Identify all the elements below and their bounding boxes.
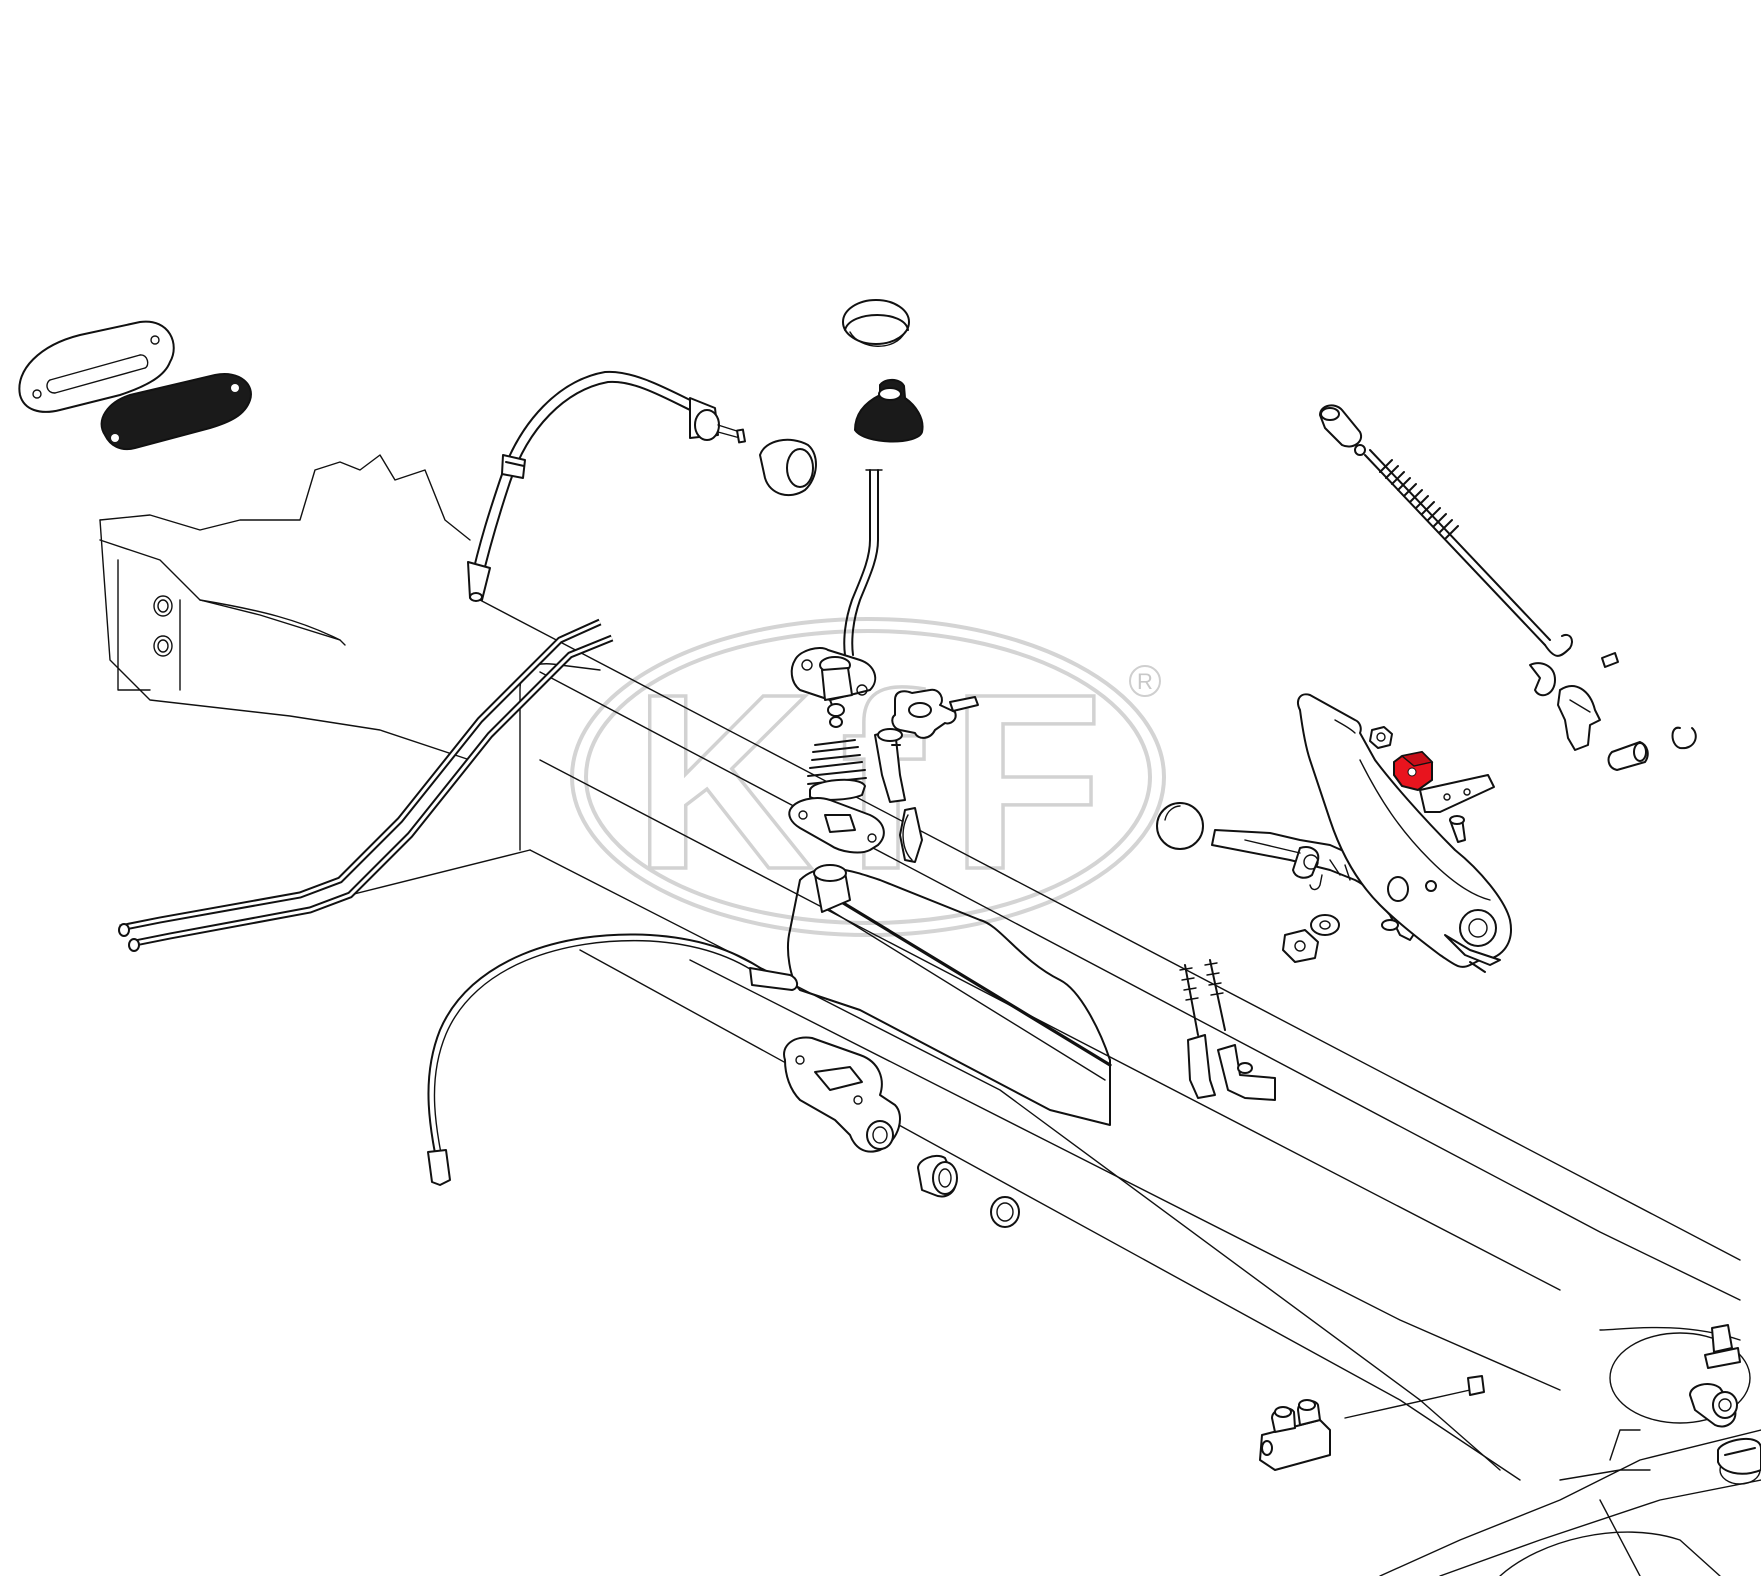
registered-mark-circle [1129,665,1161,697]
shift-rod-boot [853,378,924,443]
fuel-lines [118,618,614,952]
accelerator-cable [467,370,817,602]
handbrake-pushrod [1319,404,1697,771]
brake-tee-block [1259,1375,1485,1471]
handbrake-lever [1297,693,1512,973]
shift-lever-spring [807,739,867,801]
floor-cover-plate [18,320,175,413]
clutch-cable [427,933,798,1186]
registered-mark: R [1137,669,1153,694]
nut-washer [1282,876,1409,963]
shift-boot-cap [842,299,910,347]
rear-fitting [1689,1324,1761,1475]
shift-lever [790,469,883,728]
ball-bearing [1156,802,1204,850]
shift-rod-guide [783,1036,901,1153]
watermark-inner-ellipse [584,629,1152,925]
handbrake-nut-plate [1369,726,1495,813]
shift-lever-plate [788,797,885,854]
grommet [990,1196,1020,1228]
guide-bushing [917,1154,958,1198]
handbrake-cable-ends [1179,959,1276,1101]
floor-cover-gasket [100,373,252,451]
handbrake-bushing [1393,750,1434,792]
reverse-lockout-knob [874,688,979,863]
pushrod-spring [1379,459,1459,539]
body-frame [99,454,1761,1576]
